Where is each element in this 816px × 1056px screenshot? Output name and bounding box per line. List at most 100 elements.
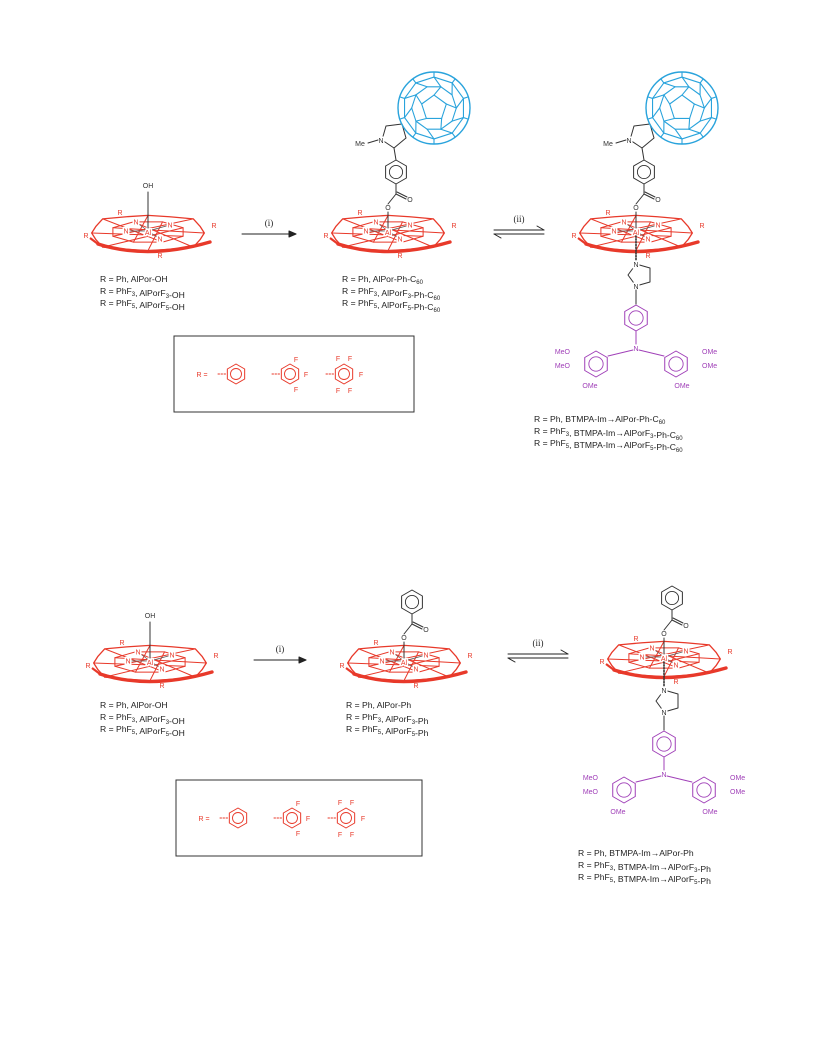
- nitrogen-atom: N: [645, 237, 650, 244]
- aluminium-atom: Al: [385, 230, 392, 237]
- meso-r-right: R: [727, 649, 732, 656]
- scheme1-left-caption: R = Ph, AlPor-OH R = PhF3, AlPorF3-OHR = …: [100, 274, 185, 312]
- nitrogen-atom: N: [423, 653, 428, 660]
- methoxy-lower: OMe: [610, 809, 625, 816]
- scheme1-right-caption-line: R = PhF3, BTMPA-Im→AlPorF3-Ph-C60: [534, 426, 683, 442]
- scheme2-left-caption-line: R = PhF5, AlPorF5-OH: [100, 724, 185, 738]
- scheme2-right-caption-line: R = PhF5, BTMPA-Im→AlPorF5-Ph: [578, 872, 711, 886]
- nitrogen-atom: N: [407, 223, 412, 230]
- triarylamine-nitrogen: N: [633, 346, 638, 353]
- nitrogen-atom: N: [379, 659, 384, 666]
- fluorine-atom: F: [336, 388, 340, 395]
- nitrogen-atom: N: [373, 220, 378, 227]
- carbonyl-oxygen: O: [655, 197, 661, 204]
- nitrogen-atom: N: [683, 649, 688, 656]
- reaction-arrow-i: (i): [241, 218, 297, 238]
- aluminium-atom: Al: [633, 230, 640, 237]
- methyl-label: Me: [355, 141, 365, 148]
- scheme1-right-caption-line: R = PhF5, BTMPA-Im→AlPorF5-Ph-C60: [534, 438, 683, 454]
- scheme2-left-caption-line: R = PhF3, AlPorF3-OH: [100, 712, 185, 726]
- equilibrium-arrow-ii: (ii): [507, 638, 569, 663]
- scheme1-middle-caption-line: R = PhF5, AlPorF5-Ph-C60: [342, 298, 441, 314]
- scheme1-middle-caption-line: R = PhF3, AlPorF3-Ph-C60: [342, 286, 441, 302]
- methyl-label: Me: [603, 141, 613, 148]
- fluorine-atom: F: [359, 372, 363, 379]
- nitrogen-atom: N: [611, 229, 616, 236]
- fluorine-atom: F: [294, 357, 298, 364]
- methoxy-middle: MeO: [555, 363, 571, 370]
- nitrogen-atom: N: [157, 237, 162, 244]
- meso-r-back: R: [357, 210, 362, 217]
- imidazole-n3: N: [661, 688, 666, 695]
- scheme2-right-caption-line: R = PhF3, BTMPA-Im→AlPorF3-Ph: [578, 860, 711, 874]
- c60-fullerene: [397, 71, 471, 145]
- scheme2-right-caption: R = Ph, BTMPA-Im→AlPor-Ph R = PhF3, BTMPA…: [578, 848, 711, 886]
- scheme2-left-caption: R = Ph, AlPor-OH R = PhF3, AlPorF3-OHR = …: [100, 700, 185, 738]
- nitrogen-atom: N: [649, 646, 654, 653]
- nitrogen-atom: N: [169, 653, 174, 660]
- methoxy-middle: OMe: [730, 789, 745, 796]
- axial-benzoate: OO: [384, 159, 413, 229]
- ester-oxygen: O: [661, 631, 667, 638]
- nitrogen-atom: N: [655, 223, 660, 230]
- legend-r-equals: R =: [196, 372, 207, 379]
- aluminium-atom: Al: [145, 230, 152, 237]
- scheme2-middle-caption-line: R = Ph, AlPor-Ph: [346, 700, 411, 710]
- pyrrolidine-nitrogen: N: [626, 138, 631, 145]
- meso-r-front: R: [673, 679, 678, 686]
- hydroxyl-label: OH: [143, 183, 154, 190]
- meso-r-back: R: [633, 636, 638, 643]
- step-label-i: (i): [276, 644, 285, 654]
- reaction-arrow-i: (i): [253, 644, 307, 664]
- meso-r-left: R: [339, 663, 344, 670]
- ester-oxygen: O: [633, 205, 639, 212]
- legend-r-equals: R =: [198, 816, 209, 823]
- methoxy-upper: OMe: [730, 775, 745, 782]
- step-label-ii: (ii): [533, 638, 544, 648]
- imidazole-n1: N: [633, 284, 638, 291]
- scheme2-right-caption-line: R = Ph, BTMPA-Im→AlPor-Ph: [578, 848, 694, 858]
- nitrogen-atom: N: [167, 223, 172, 230]
- fluorine-atom: F: [294, 387, 298, 394]
- meso-r-right: R: [213, 653, 218, 660]
- scheme2-middle-caption-line: R = PhF3, AlPorF3-Ph: [346, 712, 429, 726]
- step-label-ii: (ii): [514, 214, 525, 224]
- meso-r-left: R: [599, 659, 604, 666]
- nitrogen-atom: N: [159, 667, 164, 674]
- step-label-i: (i): [265, 218, 274, 228]
- nitrogen-atom: N: [123, 229, 128, 236]
- fluorine-atom: F: [336, 356, 340, 363]
- scheme1-left-caption-line: R = PhF5, AlPorF5-OH: [100, 298, 185, 312]
- scheme1-left-caption-line: R = PhF3, AlPorF3-OH: [100, 286, 185, 300]
- nitrogen-atom: N: [413, 667, 418, 674]
- methoxy-upper: OMe: [702, 349, 717, 356]
- imidazole-n1: N: [661, 710, 666, 717]
- meso-r-left: R: [85, 663, 90, 670]
- fluorine-atom: F: [348, 356, 352, 363]
- nitrogen-atom: N: [389, 650, 394, 657]
- scheme2-left-caption-line: R = Ph, AlPor-OH: [100, 700, 168, 710]
- scheme1-left-caption-line: R = Ph, AlPor-OH: [100, 274, 168, 284]
- meso-r-left: R: [83, 233, 88, 240]
- c60-fullerene: [645, 71, 719, 145]
- methoxy-upper: MeO: [555, 349, 571, 356]
- fluorine-atom: F: [296, 831, 300, 838]
- axial-benzoate: OO: [660, 585, 689, 655]
- fluorine-atom: F: [338, 832, 342, 839]
- meso-r-front: R: [413, 683, 418, 690]
- meso-r-right: R: [467, 653, 472, 660]
- hydroxyl-label: OH: [145, 613, 156, 620]
- axial-benzoate: OO: [400, 589, 429, 659]
- fluorine-atom: F: [350, 832, 354, 839]
- fulleropyrrolidine: NMe: [355, 123, 407, 161]
- fluorine-atom: F: [338, 800, 342, 807]
